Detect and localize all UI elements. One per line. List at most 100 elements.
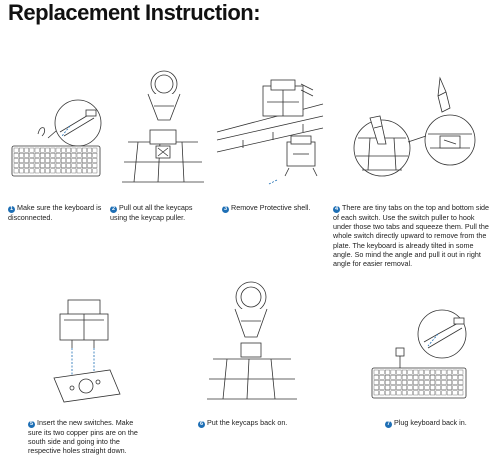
keyboard-key [441,385,447,390]
keyboard-key [87,153,92,158]
keyboard-key [424,385,430,390]
keyboard-key [87,147,92,153]
keyboard-key [76,163,82,168]
keyboard-key [446,380,452,385]
keyboard-key [92,158,98,163]
keyboard-key [61,153,66,158]
keyboard-key [71,153,77,158]
keyboard-key [61,158,66,163]
keyboard-key [452,369,458,375]
keyboard-key [40,163,45,168]
keyboard-key [92,163,98,168]
keyboard-key [407,374,413,380]
keyboard-key [390,390,396,396]
keyboard-key [19,163,24,168]
keyboard-key [29,163,35,168]
keyboard-key [373,380,379,385]
keyboard-key [373,374,379,380]
keyboard-key [66,168,71,174]
step-4-number: 4 [333,206,340,213]
keyboard-key [424,390,430,396]
step-1-number: 1 [8,206,15,213]
keyboard-key [55,153,61,158]
keyboard-key [452,390,458,396]
keyboard-key [430,374,436,380]
keyboard-key [435,369,441,375]
keyboard-key [19,168,24,174]
step-1-text: Make sure the keyboard is disconnected. [8,203,102,222]
keyboard-key [418,374,424,380]
keyboard-key [373,369,379,375]
keyboard-key [55,158,61,163]
keyboard-key [441,374,447,380]
keyboard-key [34,153,40,158]
keyboard-key [13,158,19,163]
keyboard-key [379,369,385,375]
keyboard-key [413,374,419,380]
keyboard-key [82,147,87,153]
keyboard-key [24,158,29,163]
keyboard-key [441,369,447,375]
keyboard-key [458,369,464,375]
keyboard-key [24,163,29,168]
step-2-illustration [122,70,204,183]
keyboard-key [55,147,61,153]
keyboard-key [373,385,379,390]
keyboard-key [50,168,56,174]
keyboard-key [379,385,385,390]
keyboard-key [424,380,430,385]
keyboard-key [435,385,441,390]
keyboard-key [452,374,458,380]
step-2-text: Pull out all the keycaps using the keyca… [110,203,193,222]
keyboard-key [424,374,430,380]
keyboard-key [45,158,50,163]
keyboard-key [45,147,50,153]
keyboard-key [441,390,447,396]
keyboard-key [379,390,385,396]
keyboard-key [82,153,87,158]
keyboard-key [29,153,35,158]
keyboard-key [71,158,77,163]
keyboard-key [71,168,77,174]
keyboard-key [396,374,402,380]
keyboard-key [413,385,419,390]
keyboard-key [40,158,45,163]
keyboard-key [13,168,19,174]
keyboard-key [401,380,407,385]
keyboard-key [407,385,413,390]
keyboard-key [92,147,98,153]
keyboard-key [441,380,447,385]
keyboard-key [82,158,87,163]
step-7-illustration [371,309,467,399]
keyboard-key [55,163,61,168]
keyboard-key [29,168,35,174]
keyboard-key [452,380,458,385]
keyboard-key [385,369,391,375]
keyboard-key [29,147,35,153]
keyboard-key [45,163,50,168]
keyboard-key [71,163,77,168]
keyboard-key [76,147,82,153]
keyboard-key [452,385,458,390]
keyboard-key [379,380,385,385]
keyboard-key [24,147,29,153]
keyboard-key [13,147,19,153]
keyboard-key [430,369,436,375]
keyboard-key [401,369,407,375]
keyboard-key [66,163,71,168]
keyboard-key [50,163,56,168]
keyboard-key [430,385,436,390]
keyboard-key [407,369,413,375]
keyboard-key [40,153,45,158]
keyboard-key [87,163,92,168]
keyboard-key [390,385,396,390]
keyboard-key [396,385,402,390]
keyboard-key [418,390,424,396]
keyboard-key [458,385,464,390]
keyboard-key [407,380,413,385]
step-6-text: Put the keycaps back on. [207,418,288,427]
step-2-number: 2 [110,206,117,213]
